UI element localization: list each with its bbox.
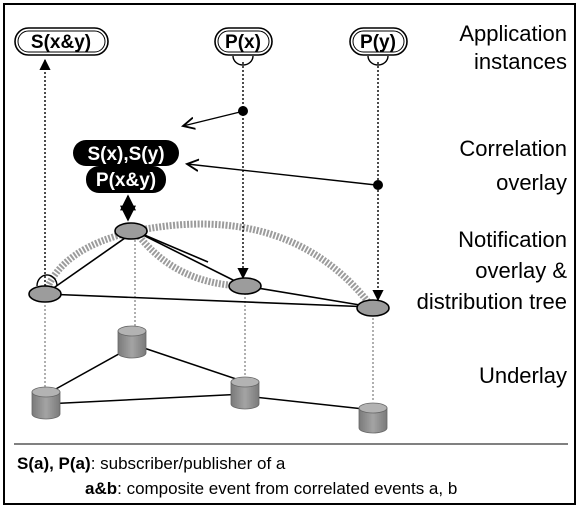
correlation-point-y (373, 180, 383, 190)
layer-application-line1: Application (459, 21, 567, 46)
legend-line2-term: a&b (85, 479, 117, 498)
correlation-node-line2: P(x&y) (96, 170, 156, 191)
app-puby-label: P(y) (360, 32, 396, 53)
app-sub-label: S(x&y) (31, 32, 91, 53)
app-puby: P(y) (349, 27, 408, 56)
legend: S(a), P(a): subscriber/publisher of a a&… (17, 454, 457, 498)
legend-line2: a&b: composite event from correlated eve… (85, 479, 457, 498)
underlay-links (44, 344, 374, 411)
correlation-node: S(x),S(y) P(x&y) (73, 140, 179, 193)
distribution-tree (41, 220, 375, 310)
underlay-node-2 (117, 325, 147, 359)
correlation-point-x (238, 106, 248, 116)
layer-correlation-line2: overlay (496, 170, 567, 195)
notification-node-top (114, 222, 148, 240)
underlay-cylinders (31, 325, 388, 434)
underlay-mapping-lines (44, 240, 374, 402)
layer-correlation-line1: Correlation (459, 136, 567, 161)
notification-overlay-links (44, 230, 373, 308)
application-sockets (36, 55, 389, 287)
notification-node-middle (228, 277, 262, 295)
correlation-node-line1: S(x),S(y) (87, 144, 164, 165)
app-pubx: P(x) (214, 27, 273, 56)
legend-line2-desc: : composite event from correlated events… (117, 479, 457, 498)
notification-node-left (28, 285, 62, 303)
app-pubx-label: P(x) (225, 32, 261, 53)
notification-node-right (356, 299, 390, 317)
layer-notification-line3: distribution tree (417, 289, 567, 314)
correlation-arrows (183, 111, 377, 186)
layer-labels: Application instances Correlation overla… (417, 21, 568, 388)
layer-underlay: Underlay (479, 363, 567, 388)
app-sub: S(x&y) (14, 27, 109, 56)
diagram-frame (3, 3, 576, 505)
layer-application-line2: instances (474, 49, 567, 74)
layer-notification-line2: overlay & (475, 258, 567, 283)
underlay-node-4 (358, 402, 388, 434)
legend-line1: S(a), P(a): subscriber/publisher of a (17, 454, 286, 473)
legend-line1-term: S(a), P(a) (17, 454, 91, 473)
legend-line1-desc: : subscriber/publisher of a (91, 454, 286, 473)
underlay-node-3 (230, 376, 260, 410)
underlay-node-1 (31, 386, 61, 420)
notification-nodes (28, 222, 390, 317)
layer-notification-line1: Notification (458, 227, 567, 252)
